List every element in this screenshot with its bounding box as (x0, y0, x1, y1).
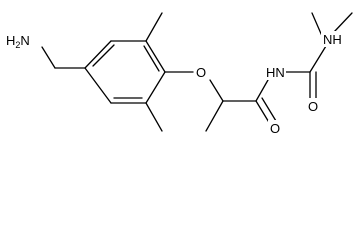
amide-oxygen-label: O (270, 121, 280, 136)
ch2-n-bond (41, 46, 56, 69)
atom-labels: H2N O HN O O NH (4, 31, 345, 136)
molecule-structure: H2N O HN O O NH (4, 12, 353, 136)
urea-oxygen-label: O (308, 99, 318, 114)
methylamine-nh-label: NH (323, 32, 342, 47)
ring-bond (145, 40, 166, 73)
ch-methyl-bond (205, 100, 224, 132)
substituent-bonds (41, 12, 353, 132)
nh-methyl-bond (333, 12, 353, 33)
imide-nh-label: HN (266, 65, 285, 80)
amine-label: H2N (6, 33, 30, 50)
ether-oxygen-label: O (196, 65, 206, 80)
ring-bond (145, 71, 166, 104)
ring-bond (84, 67, 112, 104)
amide-co-double (261, 97, 277, 122)
ring-double-bond (92, 44, 115, 67)
amide-co-bond (255, 100, 271, 125)
o-ch-bond (209, 79, 224, 102)
urea-nh-bond (309, 45, 327, 73)
methyl-bottom-bond (145, 102, 163, 132)
nh-methyl-up (311, 12, 323, 37)
ring-bond (84, 40, 112, 69)
methyl-top-bond (145, 12, 163, 42)
benzene-ring (84, 40, 166, 104)
structure-canvas: H2N O HN O O NH (4, 12, 353, 136)
carbonyl-nh-bond (255, 79, 269, 102)
ring-double-bond (143, 45, 160, 72)
